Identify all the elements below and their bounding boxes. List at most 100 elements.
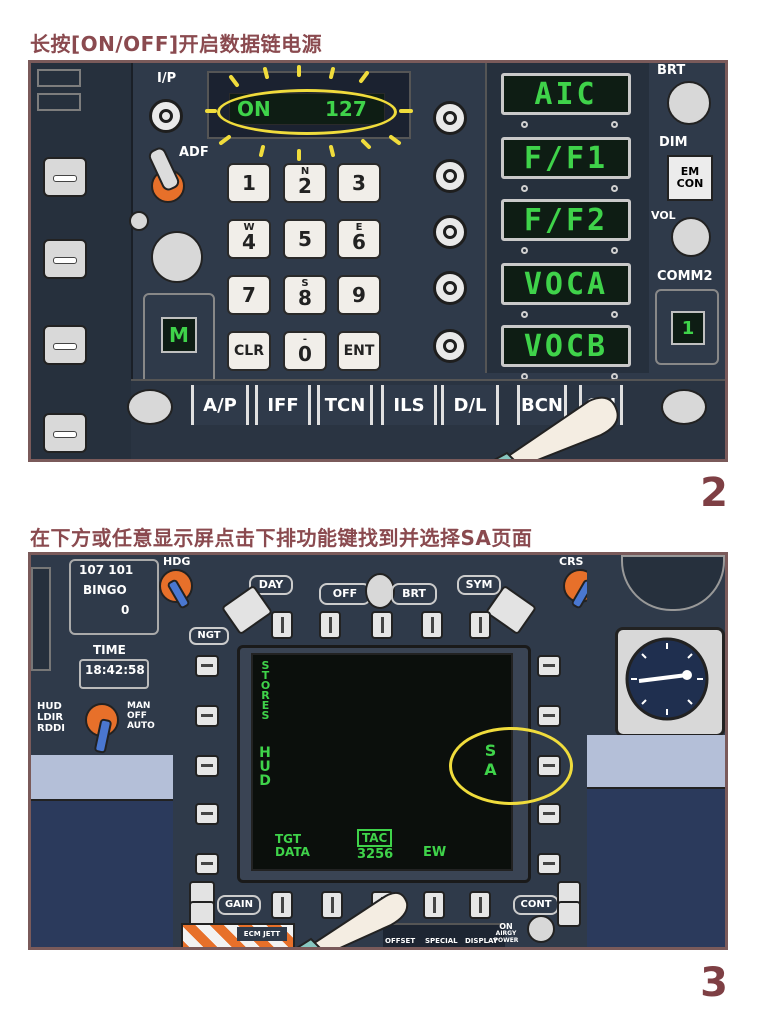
keypad-key[interactable]: -0	[283, 331, 327, 371]
day-button[interactable]: DAY	[249, 575, 293, 595]
brt-knob[interactable]	[667, 81, 711, 125]
function-button[interactable]: BCN	[517, 385, 567, 425]
keypad-key[interactable]: 7	[227, 275, 271, 315]
mfd-top-button[interactable]	[319, 611, 341, 639]
cont-knob[interactable]	[527, 915, 555, 943]
hdg-label: HDG	[163, 555, 191, 568]
keypad-key[interactable]: 3	[337, 163, 381, 203]
option-display: VOCB	[501, 325, 631, 367]
brightness-knob[interactable]	[365, 573, 395, 609]
mode-labels-left: HUD LDIR RDDI	[37, 701, 66, 734]
em-con-button[interactable]: EM CON	[667, 155, 713, 201]
em-con-line2: CON	[676, 177, 704, 190]
mfd-top-button[interactable]	[469, 611, 491, 639]
keypad-key[interactable]: ENT	[337, 331, 381, 371]
mfd-right-button[interactable]	[537, 803, 561, 825]
crs-label: CRS	[559, 555, 584, 568]
cont-label: CONT	[513, 895, 559, 915]
keypad-key-label: 9	[352, 283, 366, 307]
side-button-3[interactable]	[43, 325, 87, 365]
mfd-top-button[interactable]	[371, 611, 393, 639]
gain-down-button[interactable]	[189, 901, 215, 927]
left-screen	[31, 799, 173, 947]
finger-illustration	[493, 396, 619, 459]
keypad-key-label: 0	[298, 342, 312, 366]
function-button[interactable]: ILS	[381, 385, 437, 425]
option-indicator-dot	[521, 247, 528, 254]
side-button-4[interactable]	[43, 413, 87, 453]
mfd-panel: 107 101 BINGO 0 TIME 18:42:58 HUD LDIR R…	[28, 552, 728, 950]
keypad-key[interactable]: 1	[227, 163, 271, 203]
mfd-right-button[interactable]	[537, 705, 561, 727]
option-select-2[interactable]	[433, 159, 467, 193]
keypad-key[interactable]: 9	[337, 275, 381, 315]
off-label: OFF	[319, 583, 371, 605]
volume-knob[interactable]	[151, 231, 203, 283]
rail-slot	[37, 69, 81, 87]
keypad-key-label: 3	[352, 171, 366, 195]
right-rocker[interactable]	[661, 389, 707, 425]
em-con-line1: EM	[680, 165, 700, 178]
left-glare	[31, 755, 173, 799]
mfd-left-button[interactable]	[195, 705, 219, 727]
keypad-key[interactable]: 5	[283, 219, 327, 259]
keypad-key-label: 1	[242, 171, 256, 195]
cont-down-button[interactable]	[557, 901, 581, 927]
option-indicator-dot	[521, 311, 528, 318]
function-button[interactable]: TCN	[317, 385, 373, 425]
finger-illustration	[296, 892, 409, 947]
mfd-top-button[interactable]	[271, 611, 293, 639]
mfd-bottom-button[interactable]	[469, 891, 491, 919]
option-display: AIC	[501, 73, 631, 115]
mfd-bottom-button[interactable]	[271, 891, 293, 919]
mfd-left-button[interactable]	[195, 803, 219, 825]
keypad-key-sub: N	[300, 166, 310, 177]
keypad-key-label: 5	[298, 227, 312, 251]
keypad-key-label: CLR	[234, 343, 264, 359]
dim-label: DIM	[659, 135, 688, 150]
mfd-left-button[interactable]	[195, 755, 219, 777]
ip-button[interactable]	[149, 99, 183, 133]
keypad-key[interactable]: CLR	[227, 331, 271, 371]
mfd-left-button[interactable]	[195, 655, 219, 677]
mfd-right-button[interactable]	[537, 655, 561, 677]
option-display: F/F2	[501, 199, 631, 241]
option-indicator-dot	[611, 185, 618, 192]
fuel-line2: BINGO	[83, 583, 127, 597]
option-select-3[interactable]	[433, 215, 467, 249]
step2-number: 2	[700, 470, 728, 516]
sym-button[interactable]: SYM	[457, 575, 501, 595]
fuel-frame	[69, 559, 159, 635]
mfd-left-button[interactable]	[195, 853, 219, 875]
keypad-key-label: 6	[352, 230, 366, 254]
gain-label: GAIN	[217, 895, 261, 915]
fuel-line3: 0	[121, 603, 130, 617]
vol-knob[interactable]	[671, 217, 711, 257]
option-select-1[interactable]	[433, 101, 467, 135]
option-select-4[interactable]	[433, 271, 467, 305]
left-vent	[31, 567, 51, 671]
function-button[interactable]: A/P	[191, 385, 249, 425]
option-select-5[interactable]	[433, 329, 467, 363]
ngt-button[interactable]: NGT	[189, 627, 229, 645]
mfd-right-button[interactable]	[537, 853, 561, 875]
mfd-top-button[interactable]	[421, 611, 443, 639]
mfd-tac-value: 3256	[357, 847, 394, 862]
function-button[interactable]: D/L	[441, 385, 499, 425]
ecm-jett-label: ECM JETT	[237, 927, 287, 941]
left-rocker[interactable]	[127, 389, 173, 425]
brt-label: BRT	[391, 583, 437, 605]
mfd-bottom-button[interactable]	[321, 891, 343, 919]
function-button[interactable]: IFF	[255, 385, 311, 425]
mfd-bottom-button[interactable]	[423, 891, 445, 919]
comm2-label: COMM2	[657, 269, 713, 284]
small-knob[interactable]	[129, 211, 149, 231]
side-button-2[interactable]	[43, 239, 87, 279]
keypad-key-label: 2	[298, 174, 312, 198]
side-button-1[interactable]	[43, 157, 87, 197]
